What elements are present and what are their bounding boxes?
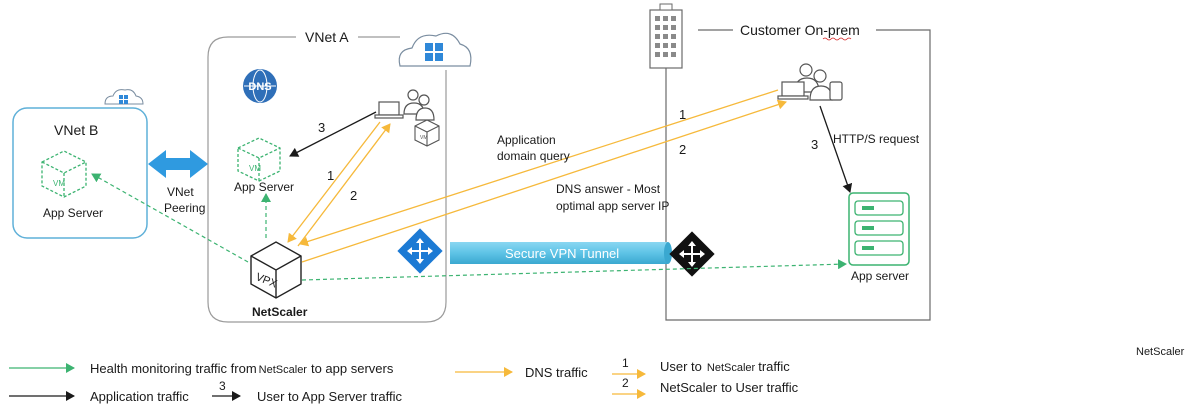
step-number: 1: [679, 107, 686, 122]
app-server-label: App server: [851, 269, 909, 283]
router-icon: [397, 228, 443, 274]
app-server-icon: [848, 192, 910, 266]
legend-application-traffic: Application traffic: [90, 389, 189, 404]
app-server-label: App Server: [234, 180, 294, 194]
step-number: 3: [811, 137, 818, 152]
app-server-label: App Server: [43, 206, 103, 220]
vnet-peering-label: VNet: [167, 185, 194, 199]
vpn-tunnel-label: Secure VPN Tunnel: [505, 246, 619, 261]
legend-dns-step1-number: 1: [622, 356, 629, 370]
vnet-peering-arrow: [148, 150, 208, 178]
step-number: 2: [679, 142, 686, 157]
legend-dns-step2-number: 2: [622, 376, 629, 390]
vm-label: VM: [249, 164, 261, 173]
dns-answer-label: DNS answer - Most: [556, 182, 661, 196]
users-icon: [374, 89, 435, 121]
http-request-label: HTTP/S request: [833, 132, 920, 146]
application-traffic-arrows: [289, 105, 853, 193]
health-monitoring-arrows: [91, 173, 847, 281]
netscaler-label: NetScaler: [252, 305, 308, 319]
legend-app-step-label: User to App Server traffic: [257, 389, 402, 404]
legend-app-step-number: 3: [219, 379, 226, 393]
vm-icon: VM: [41, 150, 87, 198]
azure-cloud-icon: [104, 89, 144, 105]
app-domain-query-label: Application: [497, 133, 556, 147]
azure-cloud-icon: [398, 32, 472, 67]
app-domain-query-label: domain query: [497, 149, 570, 163]
footer-netscaler-label: NetScaler: [1136, 346, 1185, 358]
on-prem-label: Customer On-prem: [740, 22, 860, 38]
vm-label: VM: [420, 135, 428, 141]
vnet-peering-label: Peering: [164, 201, 205, 215]
vm-icon: VM: [414, 119, 440, 147]
vnet-b-label: VNet B: [54, 122, 98, 138]
vnet-a-label: VNet A: [305, 29, 349, 45]
users-icon: [777, 63, 843, 101]
step-number: 2: [350, 188, 357, 203]
step-number: 1: [327, 168, 334, 183]
legend-dns-traffic: DNS traffic: [525, 365, 588, 380]
router-icon: [669, 231, 715, 277]
building-icon: [649, 3, 683, 69]
step-number: 3: [318, 120, 325, 135]
vm-label: VM: [53, 179, 65, 188]
dns-globe-icon: DNS: [243, 69, 277, 103]
vnet-a-container: VNet A: [207, 29, 447, 323]
netscaler-vpx-icon: VPX: [250, 241, 302, 299]
dns-answer-label: optimal app server IP: [556, 199, 669, 213]
vpn-tunnel: Secure VPN Tunnel: [450, 242, 672, 264]
on-prem-container: Customer On-prem: [665, 22, 931, 321]
dns-label: DNS: [248, 81, 271, 93]
dns-traffic-arrows: [287, 89, 787, 263]
vm-icon: VM: [237, 137, 281, 182]
